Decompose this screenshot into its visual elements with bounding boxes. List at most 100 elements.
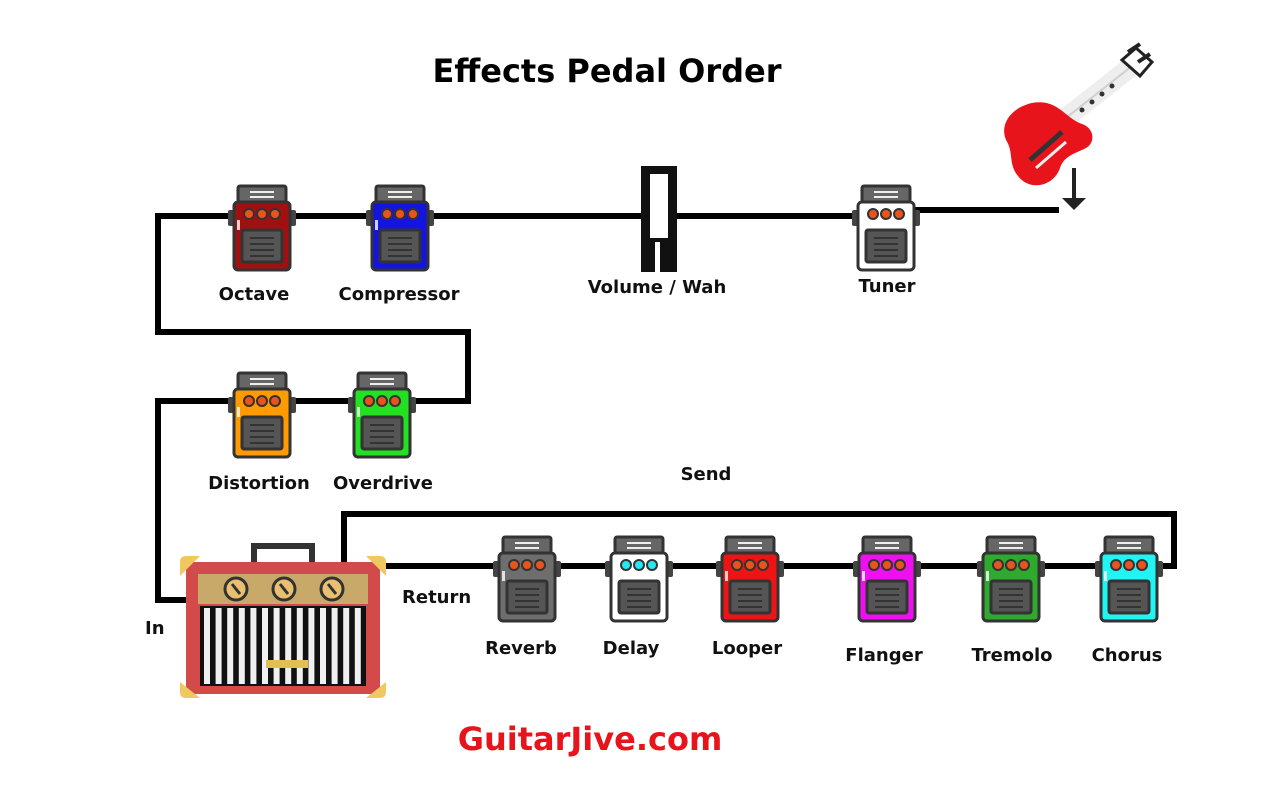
amp-grille-bar <box>308 608 315 684</box>
pedal-knob <box>744 559 756 571</box>
pedal-knob <box>1136 559 1148 571</box>
pedal-octave <box>228 184 296 272</box>
pedal-flanger <box>853 535 921 623</box>
pedal-top-block <box>861 535 913 555</box>
guitar-icon <box>1004 42 1155 210</box>
amp-grille-bar <box>215 608 222 684</box>
pedal-distortion <box>228 371 296 459</box>
pedal-knob <box>1123 559 1135 571</box>
pedal-footswitch <box>1107 579 1151 615</box>
amp-grille-bar <box>331 608 338 684</box>
pedal-top-block <box>236 371 288 391</box>
pedal-knob <box>394 208 406 220</box>
pedal-top-block <box>724 535 776 555</box>
pedal-knob <box>269 208 281 220</box>
cable-amp-send <box>341 511 1177 571</box>
amp-grille-bar <box>204 608 210 684</box>
amp-grille-bar <box>227 608 234 684</box>
pedal-knob <box>646 559 658 571</box>
amp-grille-bar <box>320 608 326 684</box>
pedal-label-octave: Octave <box>218 284 290 305</box>
pedal-knob <box>867 208 879 220</box>
amp-grille-bar <box>285 608 292 684</box>
pedal-knob <box>363 395 375 407</box>
pedal-footswitch <box>240 415 284 451</box>
pedal-label-tuner: Tuner <box>858 276 916 297</box>
pedal-reverb <box>493 535 561 623</box>
pedal-knob <box>1110 559 1122 571</box>
pedal-top-block <box>1103 535 1155 555</box>
pedal-delay <box>605 535 673 623</box>
pedal-label-compressor: Compressor <box>338 284 460 305</box>
pedal-label-distortion: Distortion <box>208 473 310 494</box>
send-label: Send <box>680 464 732 485</box>
pedal-footswitch <box>378 228 422 264</box>
pedal-knob <box>1005 559 1017 571</box>
pedal-top-block <box>236 184 288 204</box>
pedal-label-delay: Delay <box>602 638 660 659</box>
pedal-knob <box>256 395 268 407</box>
pedal-tremolo <box>977 535 1045 623</box>
pedal-footswitch <box>360 415 404 451</box>
pedal-knob <box>757 559 769 571</box>
pedal-knob <box>868 559 880 571</box>
pedal-knob <box>1018 559 1030 571</box>
pedal-knob <box>376 395 388 407</box>
pedal-footswitch <box>617 579 661 615</box>
pedal-looper <box>716 535 784 623</box>
diagram-title: Effects Pedal Order <box>432 52 782 90</box>
amp-grille-bar <box>354 608 361 684</box>
amp-grille-bar <box>273 608 280 684</box>
pedal-knob <box>633 559 645 571</box>
pedal-compressor <box>366 184 434 272</box>
volume-wah-label: Volume / Wah <box>587 277 727 298</box>
pedal-knob <box>389 395 401 407</box>
pedal-chorus <box>1095 535 1163 623</box>
amp-grille-bar <box>250 608 257 684</box>
amp-grille-bar <box>343 608 350 684</box>
pedal-footswitch <box>865 579 909 615</box>
cable-octave-to-overdrive <box>155 213 471 404</box>
pedal-knob <box>508 559 520 571</box>
pedal-label-overdrive: Overdrive <box>333 473 433 494</box>
amp-grille <box>204 608 361 684</box>
amp-grille-bar <box>238 608 245 684</box>
pedal-knob <box>894 559 906 571</box>
pedal-knob <box>534 559 546 571</box>
pedal-group <box>228 184 1163 623</box>
pedal-footswitch <box>864 228 908 264</box>
pedal-tuner <box>852 184 920 272</box>
brand-watermark: GuitarJive.com <box>457 720 723 758</box>
pedal-knob <box>381 208 393 220</box>
pedal-label-looper: Looper <box>711 638 783 659</box>
pedal-top-block <box>985 535 1037 555</box>
amp-grille-bar <box>296 608 303 684</box>
pedal-footswitch <box>240 228 284 264</box>
pedal-knob <box>256 208 268 220</box>
pedal-knob <box>269 395 281 407</box>
pedal-overdrive <box>348 371 416 459</box>
return-label: Return <box>402 587 472 608</box>
volume-wah-pedal <box>641 166 677 272</box>
pedal-knob <box>881 559 893 571</box>
pedal-top-block <box>860 184 912 204</box>
cable-distortion-to-amp-in <box>155 398 235 603</box>
pedal-footswitch <box>728 579 772 615</box>
amplifier <box>180 543 386 698</box>
pedal-knob <box>407 208 419 220</box>
pedal-knob <box>620 559 632 571</box>
pedal-knob <box>992 559 1004 571</box>
pedal-label-tremolo: Tremolo <box>971 645 1053 666</box>
amp-knobs <box>223 576 345 602</box>
pedal-top-block <box>374 184 426 204</box>
input-label: In <box>145 618 165 639</box>
pedal-knob <box>731 559 743 571</box>
pedal-top-block <box>356 371 408 391</box>
pedal-knob <box>243 395 255 407</box>
pedal-knob <box>880 208 892 220</box>
pedal-top-block <box>613 535 665 555</box>
pedal-footswitch <box>989 579 1033 615</box>
pedal-knob <box>893 208 905 220</box>
